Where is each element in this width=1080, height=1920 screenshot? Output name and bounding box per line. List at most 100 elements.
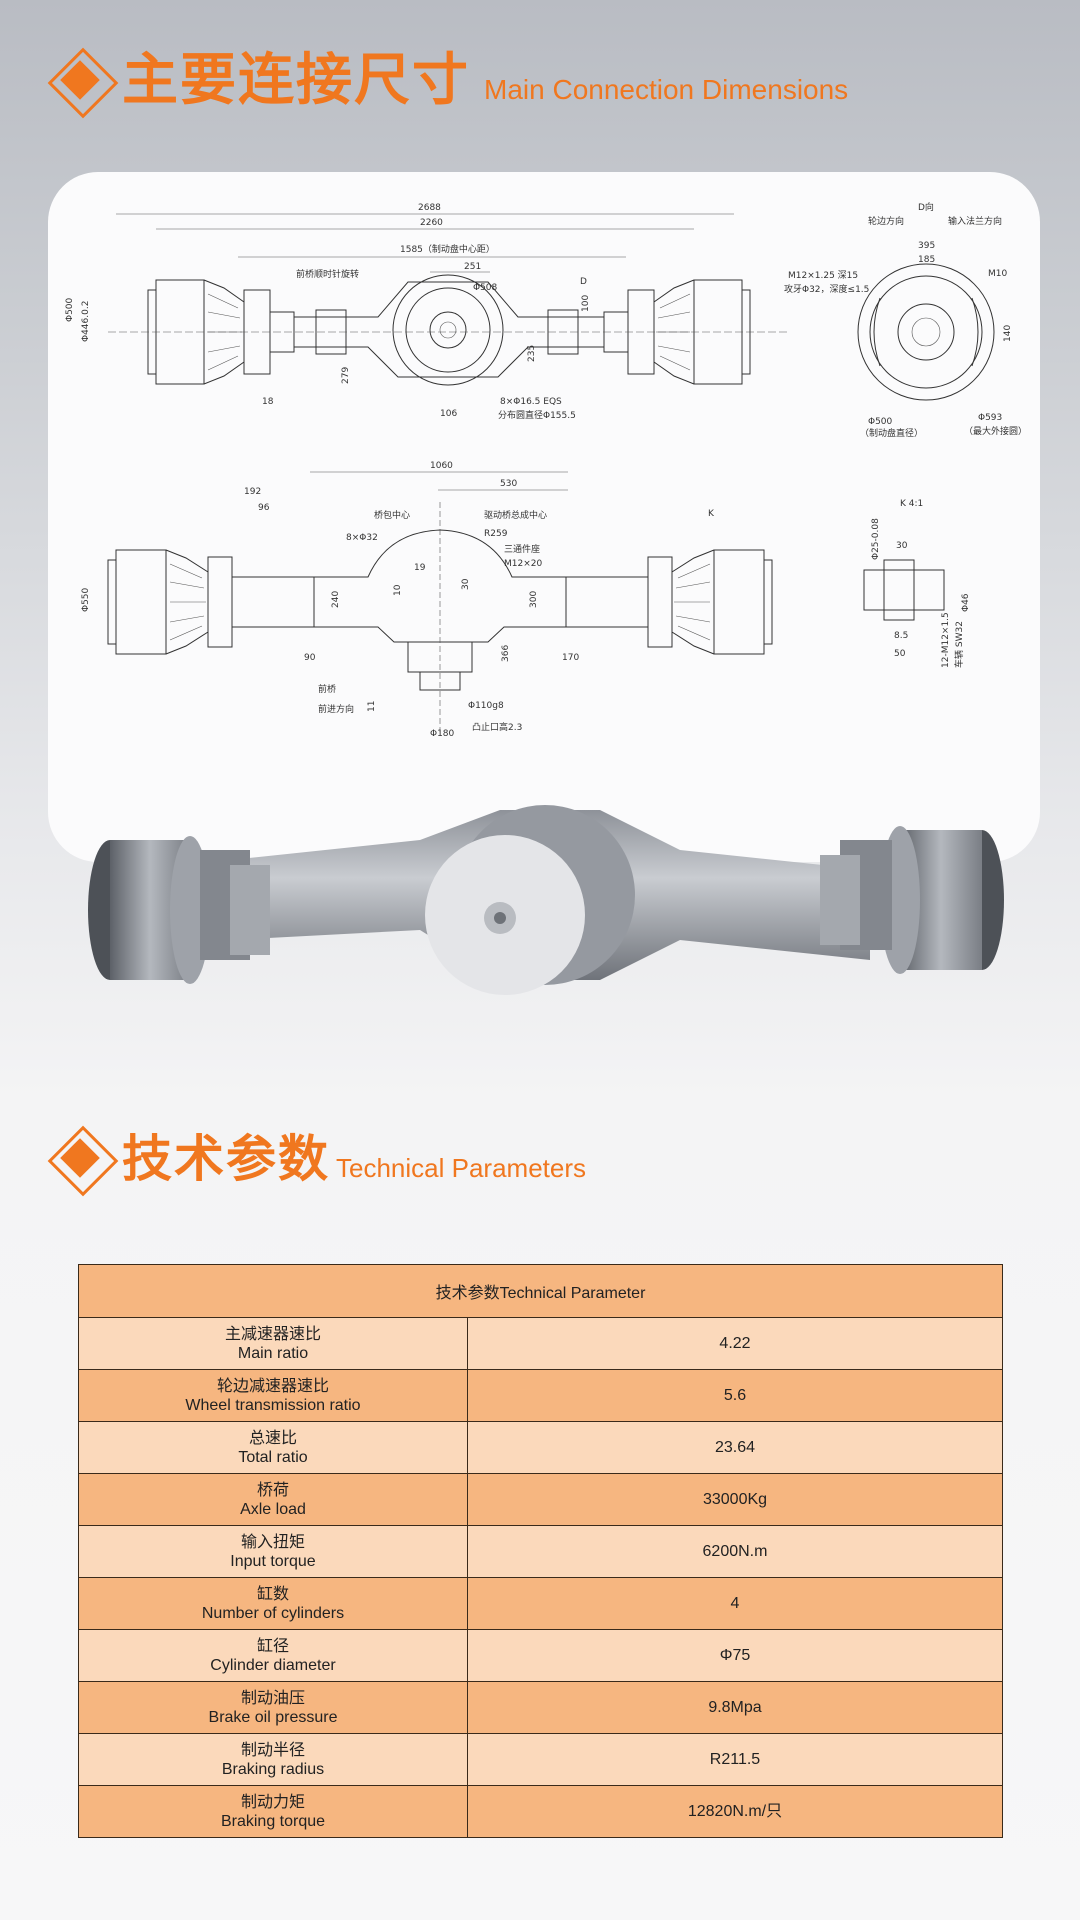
label-dir: 前进方向 (318, 703, 354, 715)
dim-46: Φ46 (961, 593, 971, 612)
dim-50: 50 (894, 649, 906, 659)
dim-90: 90 (304, 653, 316, 663)
table-header: 技术参数Technical Parameter (78, 1264, 1003, 1318)
dim-508: Φ508 (473, 283, 498, 293)
dim-1060: 1060 (430, 461, 453, 471)
label-center2: 驱动桥总成中心 (484, 509, 547, 521)
axle-technical-drawing: 2688 2260 1585（制动盘中心距） 251 Φ508 前桥顺时针旋转 … (65, 201, 1027, 739)
front-view: 1060 530 192 96 8×Φ32 桥包中心 驱动桥总成中心 R259 … (81, 461, 773, 739)
dim-530: 530 (500, 479, 517, 489)
dim-446: Φ446.0.2 (81, 301, 91, 342)
dim-300: 300 (529, 591, 539, 608)
top-view: 2688 2260 1585（制动盘中心距） 251 Φ508 前桥顺时针旋转 … (65, 203, 788, 421)
dim-18: 18 (262, 397, 274, 407)
dim-185: 185 (918, 255, 935, 265)
label-center1: 桥包中心 (374, 509, 410, 521)
param-value: 5.6 (467, 1369, 1003, 1422)
dim-30: 30 (461, 578, 471, 590)
dim-240: 240 (331, 591, 341, 608)
param-value: 12820N.m/只 (467, 1785, 1003, 1838)
param-value: 4 (467, 1577, 1003, 1630)
dim-140: 140 (1003, 325, 1013, 342)
d-view: D向 轮边方向 输入法兰方向 395 185 M12×1.25 深15 攻牙Φ3… (784, 201, 1027, 439)
label-d-view: D向 (918, 201, 934, 213)
dim-m12x20: M12×20 (504, 559, 542, 569)
section-title-en: Main Connection Dimensions (484, 74, 849, 105)
param-value: R211.5 (467, 1733, 1003, 1786)
dim-30b: 30 (896, 541, 908, 551)
dim-bolt: 8×Φ16.5 EQS (500, 397, 562, 407)
dim-235: 235 (527, 345, 537, 362)
section-header-technical: 技术参数 Technical Parameters (47, 1125, 586, 1197)
param-value: 33000Kg (467, 1473, 1003, 1526)
dim-85: 8.5 (894, 631, 908, 641)
dim-19: 19 (414, 563, 426, 573)
label-k: K (708, 509, 715, 519)
param-value: 23.64 (467, 1421, 1003, 1474)
dim-11: 11 (367, 701, 377, 712)
param-value: Φ75 (467, 1629, 1003, 1682)
dim-395: 395 (918, 241, 935, 251)
technical-drawing-card: 2688 2260 1585（制动盘中心距） 251 Φ508 前桥顺时针旋转 … (48, 172, 1040, 862)
dim-nut: 12-M12×1.5 (941, 612, 951, 668)
label-sanlun: 三通件座 (504, 543, 540, 555)
dim-500b: Φ500 (868, 417, 893, 427)
dim-shaft: Φ110g8 (468, 701, 504, 711)
axle-render-image (88, 805, 1004, 995)
dim-m10: M10 (988, 269, 1007, 279)
dim-1585: 1585（制动盘中心距） (400, 243, 495, 255)
section-title-cn: 技术参数 (122, 1130, 330, 1188)
dim-thread: 攻牙Φ32，深度≤1.5 (784, 283, 869, 295)
dim-holes: 8×Φ32 (346, 533, 378, 543)
dim-366: 366 (501, 645, 511, 662)
section-header-dimensions: 主要连接尺寸 Main Connection Dimensions (47, 47, 849, 119)
param-value: 6200N.m (467, 1525, 1003, 1578)
section-title-en: Technical Parameters (336, 1153, 586, 1183)
dim-96: 96 (258, 503, 270, 513)
dim-106: 106 (440, 409, 457, 419)
label-max: （最大外接圆） (964, 425, 1027, 437)
dim-100: 100 (581, 295, 591, 312)
dim-r259: R259 (484, 529, 508, 539)
label-brake-dia: （制动盘直径） (860, 427, 923, 439)
section-title-cn: 主要连接尺寸 (122, 48, 470, 113)
k-detail: K K 4:1 30 Φ46 Φ25-0.08 8.5 50 12-M12×1.… (708, 499, 971, 668)
label-in-dir: 输入法兰方向 (948, 215, 1002, 227)
param-value: 4.22 (467, 1317, 1003, 1370)
label-k41: K 4:1 (900, 499, 923, 509)
dim-593: Φ593 (978, 413, 1002, 423)
dim-m12: M12×1.25 深15 (788, 270, 858, 281)
dim-10: 10 (393, 584, 403, 596)
dim-2688: 2688 (418, 203, 441, 213)
param-value: 9.8Mpa (467, 1681, 1003, 1734)
dim-550: Φ550 (81, 587, 91, 612)
dim-pcd: 分布圆直径Φ155.5 (498, 409, 576, 421)
label-rotate: 前桥顺时针旋转 (296, 268, 359, 280)
dim-tol: 凸止口高2.3 (472, 721, 522, 733)
dim-192: 192 (244, 487, 261, 497)
label-front: 前桥 (318, 683, 336, 695)
table-header-row: 技术参数Technical Parameter (78, 1264, 1003, 1318)
dim-d: D (580, 277, 587, 287)
diamond-icon (47, 1125, 119, 1197)
dim-251: 251 (464, 262, 481, 272)
dim-2260: 2260 (420, 218, 443, 228)
